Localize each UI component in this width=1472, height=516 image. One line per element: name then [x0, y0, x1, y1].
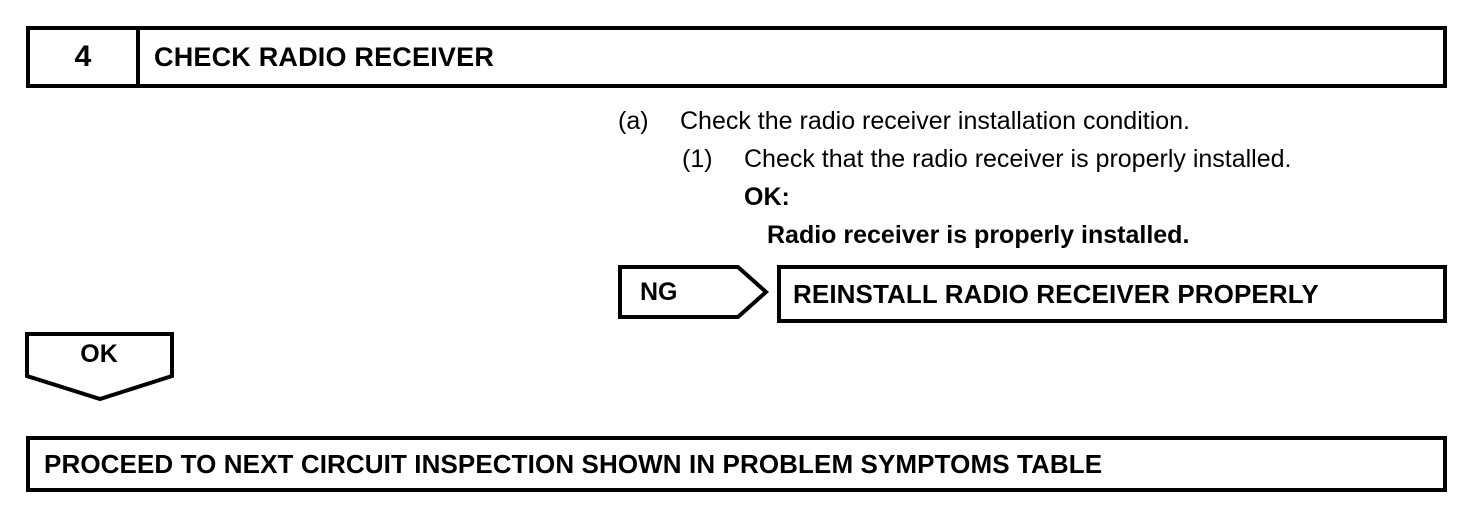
- arrow-right-pentagon-icon: [618, 265, 770, 319]
- step-number: 4: [74, 40, 92, 73]
- procedure-block: (a) Check the radio receiver installatio…: [618, 109, 1458, 261]
- step-header: 4 CHECK RADIO RECEIVER: [26, 26, 1447, 88]
- ng-arrow-tag: NG: [618, 265, 770, 319]
- step-number-cell: 4: [30, 30, 140, 84]
- procedure-item-a-text: Check the radio receiver installation co…: [680, 107, 1190, 135]
- ng-result-box: REINSTALL RADIO RECEIVER PROPERLY: [777, 265, 1447, 323]
- step-title: CHECK RADIO RECEIVER: [154, 41, 495, 72]
- procedure-item-a: (a) Check the radio receiver installatio…: [618, 109, 1458, 147]
- procedure-item-1-text: Check that the radio receiver is properl…: [744, 145, 1292, 173]
- step-title-cell: CHECK RADIO RECEIVER: [140, 30, 1443, 84]
- ok-tag-label: OK: [80, 339, 118, 368]
- procedure-ok-label: OK:: [744, 183, 790, 211]
- procedure-ok-value: Radio receiver is properly installed.: [767, 221, 1190, 249]
- outcome-text: PROCEED TO NEXT CIRCUIT INSPECTION SHOWN…: [44, 449, 1103, 479]
- arrow-down-pentagon-icon: [25, 332, 174, 402]
- procedure-item-1: (1) Check that the radio receiver is pro…: [682, 147, 1458, 185]
- ok-branch: OK: [25, 332, 175, 402]
- procedure-item-a-marker: (a): [618, 107, 649, 135]
- ng-result-text: REINSTALL RADIO RECEIVER PROPERLY: [793, 279, 1319, 309]
- outcome-box: PROCEED TO NEXT CIRCUIT INSPECTION SHOWN…: [26, 436, 1447, 492]
- procedure-item-1-marker: (1): [682, 145, 713, 173]
- ng-tag-label: NG: [640, 277, 678, 306]
